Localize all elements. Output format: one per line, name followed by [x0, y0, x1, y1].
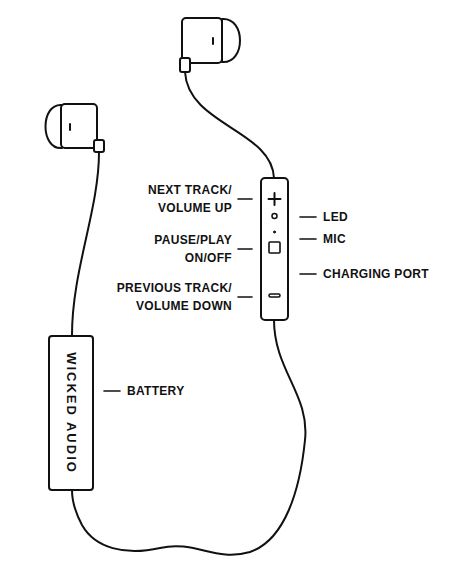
left-earbud	[46, 104, 105, 335]
leader-lines	[104, 199, 316, 391]
part-label: NEXT TRACK/ VOLUME UP	[120, 181, 232, 217]
brand-text: WICKED AUDIO	[64, 352, 79, 474]
part-label: CHARGING PORT	[323, 265, 429, 283]
part-label: MIC	[323, 230, 346, 248]
part-label: PREVIOUS TRACK/ VOLUME DOWN	[110, 279, 232, 315]
remote-control	[261, 178, 288, 320]
battery-box: WICKED AUDIO	[48, 335, 94, 491]
right-earbud	[180, 18, 274, 178]
cable	[72, 320, 305, 555]
part-label: LED	[323, 208, 348, 226]
part-label: PAUSE/PLAY ON/OFF	[120, 231, 232, 267]
part-label: BATTERY	[127, 382, 184, 400]
